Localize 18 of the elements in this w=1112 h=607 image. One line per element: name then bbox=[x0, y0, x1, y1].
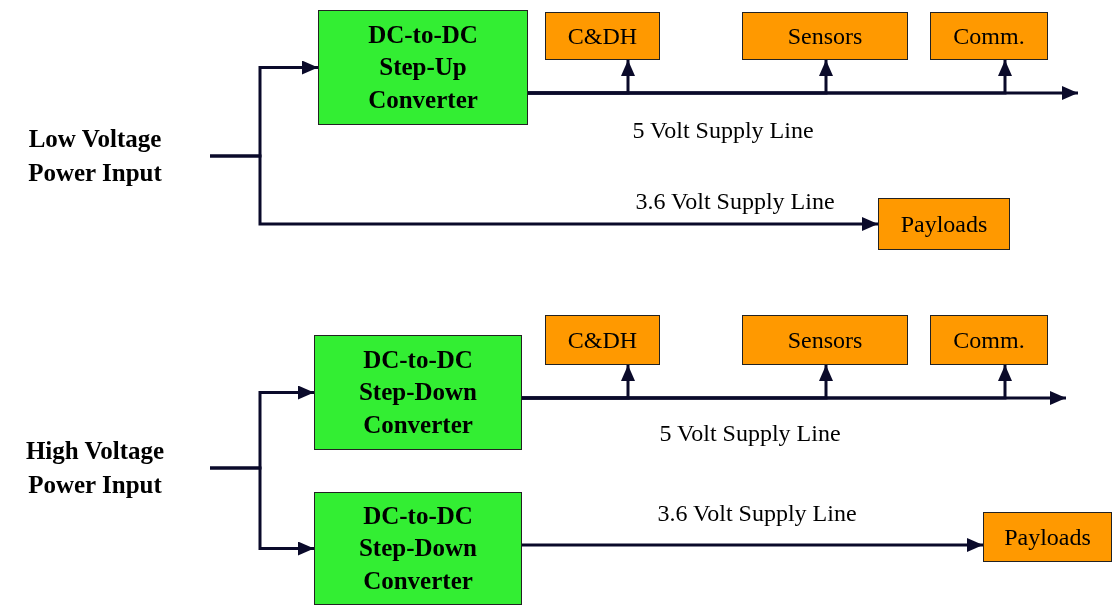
device-box: Payloads bbox=[983, 512, 1112, 562]
converter-box: DC-to-DC Step-Down Converter bbox=[314, 335, 522, 450]
device-box: Comm. bbox=[930, 315, 1048, 365]
connector-arrow bbox=[522, 391, 1066, 405]
connector-arrow bbox=[210, 466, 314, 556]
connector-arrow bbox=[528, 86, 1078, 100]
device-box: Sensors bbox=[742, 12, 908, 60]
device-box: C&DH bbox=[545, 12, 660, 60]
connector-arrow bbox=[210, 154, 878, 231]
converter-box: DC-to-DC Step-Down Converter bbox=[314, 492, 522, 605]
power-input-label: High Voltage Power Input bbox=[4, 432, 210, 504]
device-box: C&DH bbox=[545, 315, 660, 365]
device-box: Comm. bbox=[930, 12, 1048, 60]
converter-box: DC-to-DC Step-Up Converter bbox=[318, 10, 528, 125]
connector-arrow bbox=[522, 538, 983, 552]
device-box: Payloads bbox=[878, 198, 1010, 250]
device-box: Sensors bbox=[742, 315, 908, 365]
power-input-label: Low Voltage Power Input bbox=[12, 120, 210, 192]
